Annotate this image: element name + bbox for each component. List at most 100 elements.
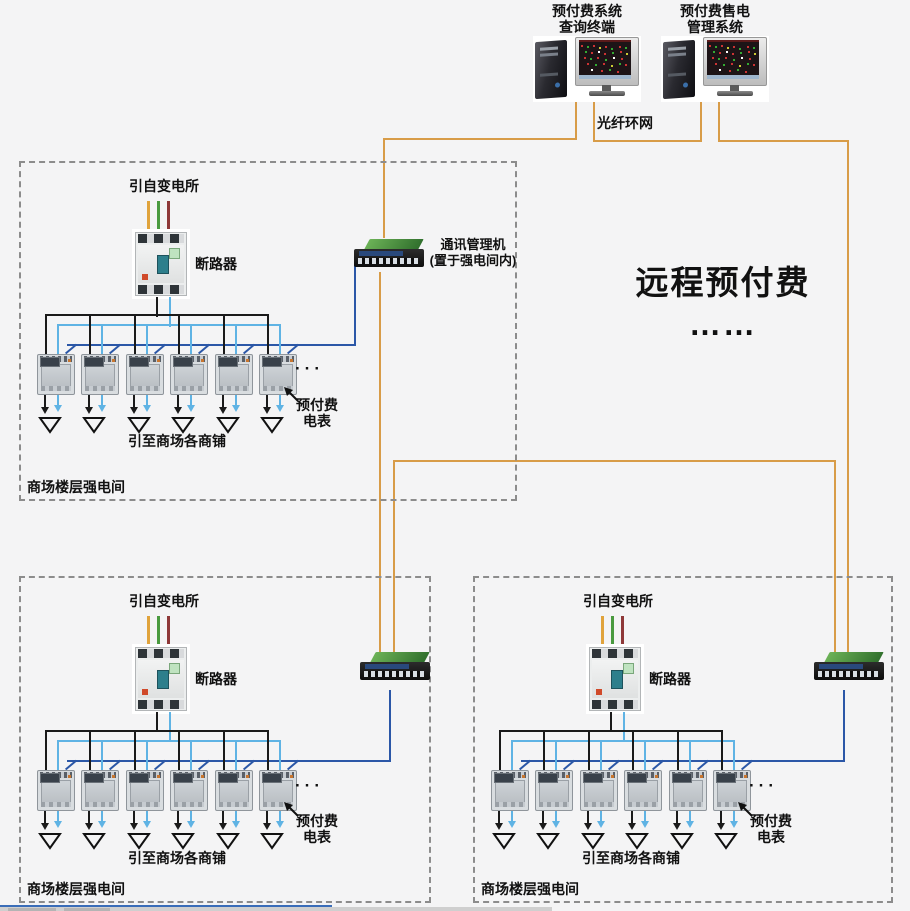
rs485-stub-wire	[108, 343, 122, 355]
window-edge-tab	[64, 908, 110, 911]
prepaid-meter-icon	[669, 770, 707, 811]
phase-a-wire	[147, 201, 150, 231]
room-name-label: 商场楼层强电间	[481, 881, 579, 897]
load-drop-wire	[733, 740, 735, 771]
rs485-stub-wire	[286, 759, 300, 771]
breaker-out-black-wire	[156, 712, 158, 732]
more-meters-ellipsis: ···	[295, 359, 324, 378]
meter-slot	[215, 314, 259, 434]
prepaid-meter-icon	[170, 770, 208, 811]
rs485-stub-wire	[64, 343, 78, 355]
fiber-wire	[718, 140, 849, 142]
meter-pointer-arrow	[284, 387, 299, 402]
outgoing-phase-arrow	[219, 395, 227, 414]
prepaid-meter-icon	[215, 354, 253, 395]
meter-slot	[669, 730, 713, 850]
phase-drop-wire	[134, 314, 136, 355]
breaker-label: 断路器	[195, 671, 237, 687]
load-triangle-symbol	[171, 417, 195, 434]
outgoing-phase-arrow	[41, 395, 49, 414]
comm-manager-icon	[360, 652, 430, 690]
prepaid-meter-icon	[170, 354, 208, 395]
fiber-ring-label: 光纤环网	[597, 115, 653, 131]
meter-slot	[170, 314, 214, 434]
meter-slot	[491, 730, 535, 850]
computer-monitor-icon	[703, 37, 767, 101]
rs485-bus-wire	[67, 760, 391, 762]
meter-slot	[126, 314, 170, 434]
meter-slot	[126, 730, 170, 850]
phase-b-wire	[157, 616, 160, 646]
fiber-wire	[393, 460, 836, 462]
prepaid-meter-icon	[491, 770, 529, 811]
rs485-stub-wire	[153, 759, 167, 771]
query-terminal-label: 预付费系统 查询终端	[552, 3, 622, 36]
outgoing-phase-arrow	[130, 395, 138, 414]
outgoing-load-arrow	[187, 811, 195, 828]
rs485-riser-wire	[843, 690, 845, 761]
fiber-wire	[575, 100, 577, 140]
meter-slot	[580, 730, 624, 850]
prepaid-meter-icon	[580, 770, 618, 811]
fiber-wire	[718, 100, 720, 140]
rs485-stub-wire	[242, 343, 256, 355]
management-system-label: 预付费售电 管理系统	[680, 3, 750, 36]
phase-a-wire	[147, 616, 150, 646]
outgoing-load-arrow	[232, 811, 240, 828]
rs485-stub-wire	[740, 759, 754, 771]
load-triangle-symbol	[38, 417, 62, 434]
fiber-wire	[379, 272, 381, 652]
outgoing-load-arrow	[641, 811, 649, 828]
prepaid-meter-icon	[81, 770, 119, 811]
substation-source-label: 引自变电所	[129, 593, 199, 609]
outgoing-phase-arrow	[263, 395, 271, 414]
fiber-wire	[383, 138, 577, 140]
breaker-out-blue-wire	[623, 712, 625, 742]
outgoing-phase-arrow	[41, 811, 49, 830]
fiber-wire	[593, 100, 595, 142]
outgoing-phase-arrow	[673, 811, 681, 830]
phase-c-wire	[621, 616, 624, 646]
phase-drop-wire	[178, 314, 180, 355]
load-drop-wire	[101, 324, 103, 355]
outgoing-load-arrow	[730, 811, 738, 828]
rs485-stub-wire	[562, 759, 576, 771]
load-drop-wire	[600, 740, 602, 771]
phase-drop-wire	[45, 314, 47, 355]
phase-a-wire	[601, 616, 604, 646]
breaker-assembly	[584, 614, 664, 746]
meter-slot	[170, 730, 214, 850]
outgoing-phase-arrow	[219, 811, 227, 830]
prepaid-meter-icon	[535, 770, 573, 811]
rs485-stub-wire	[242, 759, 256, 771]
outgoing-phase-arrow	[584, 811, 592, 830]
phase-b-wire	[157, 201, 160, 231]
meter-slot	[259, 314, 303, 434]
black-bus-wire	[45, 314, 269, 316]
phase-drop-wire	[89, 314, 91, 355]
load-drop-wire	[279, 324, 281, 355]
phase-drop-wire	[588, 730, 590, 771]
load-drop-wire	[555, 740, 557, 771]
prepaid-meter-icon	[81, 354, 119, 395]
blue-bus-wire	[511, 740, 735, 742]
electrical-room-1: 引自变电所 断路器 通讯管理机(置于强电间内)	[19, 161, 517, 501]
outgoing-phase-arrow	[263, 811, 271, 830]
outgoing-load-arrow	[54, 811, 62, 828]
load-triangle-symbol	[625, 833, 649, 850]
fiber-wire	[700, 100, 702, 140]
outgoing-load-arrow	[98, 395, 106, 412]
load-drop-wire	[146, 740, 148, 771]
substation-source-label: 引自变电所	[129, 178, 199, 194]
meter-slot	[81, 314, 125, 434]
window-edge	[0, 907, 552, 911]
meter-row	[491, 730, 801, 850]
prepaid-meter-icon	[259, 770, 297, 811]
phase-drop-wire	[223, 730, 225, 771]
load-triangle-symbol	[171, 833, 195, 850]
phase-b-wire	[611, 616, 614, 646]
page-title: 远程预付费	[635, 264, 811, 301]
outgoing-phase-arrow	[628, 811, 636, 830]
outgoing-phase-arrow	[85, 811, 93, 830]
outgoing-load-arrow	[508, 811, 516, 828]
